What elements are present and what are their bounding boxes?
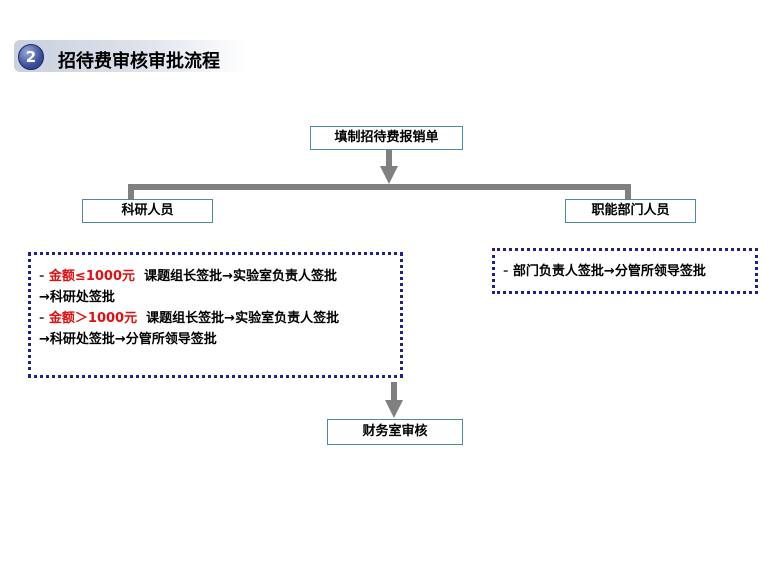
branch-box-research-staff: 科研人员	[82, 199, 213, 223]
page-title: 招待费审核审批流程	[58, 51, 220, 72]
connector-arrowhead-down	[380, 166, 398, 184]
step-number-badge: 2	[18, 44, 44, 70]
start-box: 填制招待费报销单	[310, 126, 463, 150]
rule1-continuation: →科研处签批	[39, 290, 115, 305]
rule2-dash: -	[39, 311, 49, 326]
connector-left-drop	[128, 184, 134, 200]
rule1-steps: 课题组长签批→实验室负责人签批	[144, 269, 337, 284]
rule1-line1: - 金额≤1000元 课题组长签批→实验室负责人签批	[39, 266, 400, 287]
finance-review-label: 财务室审核	[362, 424, 428, 439]
title-bar	[14, 40, 246, 72]
right-rule-text: 部门负责人签批→分管所领导签批	[512, 264, 706, 279]
rule1-condition: 金额≤1000元	[48, 269, 135, 284]
rule2-continuation: →科研处签批→分管所领导签批	[39, 332, 217, 347]
connector-stem	[386, 150, 392, 166]
branch-label-research-staff: 科研人员	[121, 203, 174, 218]
finance-review-box: 财务室审核	[327, 419, 463, 445]
branch-box-functional-staff: 职能部门人员	[565, 199, 696, 223]
start-box-label: 填制招待费报销单	[334, 130, 439, 145]
right-rule-dash: -	[503, 264, 513, 279]
rule2-condition: 金额＞1000元	[48, 311, 138, 326]
functional-approval-rules: - 部门负责人签批→分管所领导签批	[492, 248, 758, 294]
branch-label-functional-staff: 职能部门人员	[591, 203, 670, 218]
connector-finance-stem	[391, 382, 397, 400]
connector-right-drop	[625, 184, 631, 200]
rule2-steps: 课题组长签批→实验室负责人签批	[146, 311, 340, 326]
research-approval-rules: - 金额≤1000元 课题组长签批→实验室负责人签批 →科研处签批 - 金额＞1…	[28, 252, 403, 378]
rule2-line1: - 金额＞1000元 课题组长签批→实验室负责人签批	[39, 308, 400, 329]
right-rule-line: - 部门负责人签批→分管所领导签批	[503, 261, 755, 282]
rule1-dash: -	[39, 269, 49, 284]
connector-branch-bar	[128, 184, 631, 190]
connector-finance-arrowhead	[385, 400, 403, 418]
